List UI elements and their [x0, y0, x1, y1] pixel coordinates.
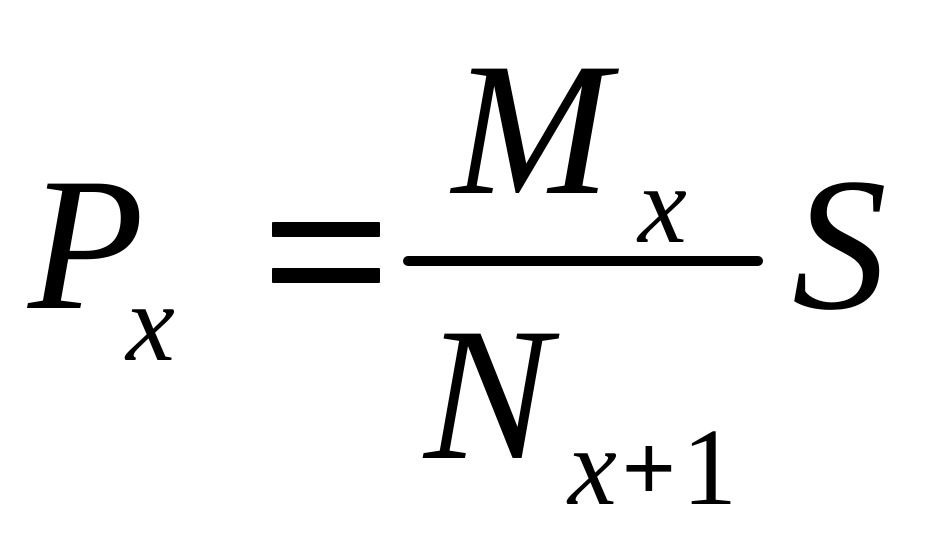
denominator-subscript-x: x [568, 406, 617, 528]
equals-sign-top-bar [272, 222, 380, 237]
lhs-symbol-p: P [28, 140, 145, 350]
equals-sign-bottom-bar [272, 268, 380, 283]
lhs-subscript-x: x [126, 262, 175, 384]
denominator-symbol-n: N [424, 290, 551, 500]
denominator-subscript-one: 1 [682, 406, 737, 528]
numerator-subscript-x: x [638, 144, 687, 266]
numerator-symbol-m: M [452, 25, 611, 235]
denominator-subscript-plus: + [622, 417, 676, 519]
fraction-bar [403, 256, 763, 266]
multiplier-symbol-s: S [792, 140, 887, 350]
